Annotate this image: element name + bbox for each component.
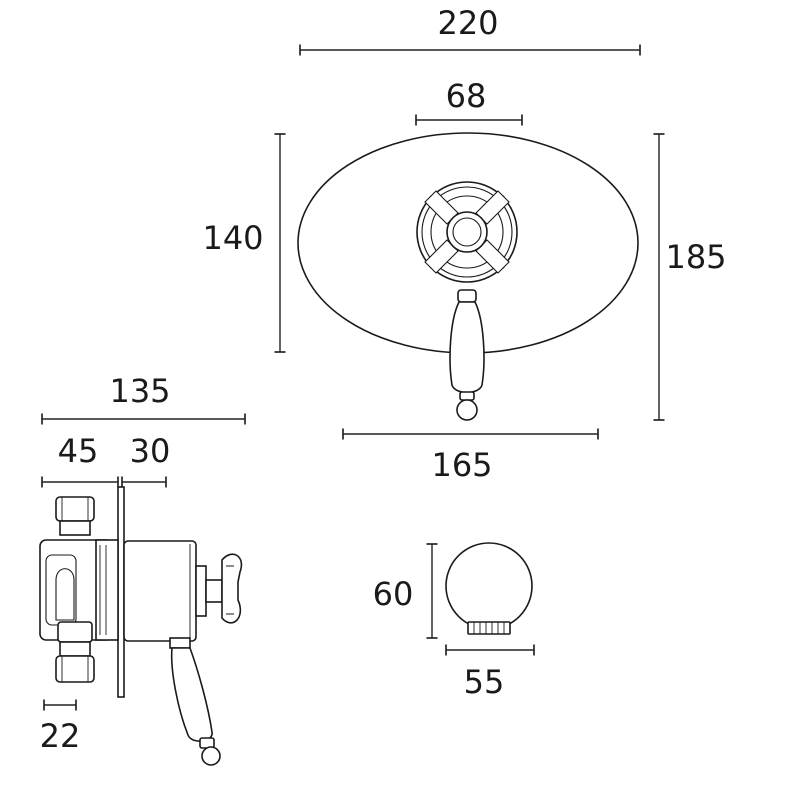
side-cross-handle bbox=[195, 553, 243, 624]
dim-220-label: 220 bbox=[437, 4, 498, 42]
dim-55-label: 55 bbox=[464, 663, 505, 701]
front-view bbox=[297, 132, 639, 421]
cross-handle bbox=[424, 190, 510, 274]
valve-body bbox=[39, 539, 119, 641]
dim-30-label: 30 bbox=[130, 432, 171, 470]
side-wall-plate bbox=[117, 486, 125, 698]
side-shroud bbox=[123, 540, 197, 642]
dim-45-label: 45 bbox=[58, 432, 99, 470]
side-view bbox=[39, 486, 243, 766]
side-lever-handle bbox=[169, 637, 221, 766]
dim-165-label: 165 bbox=[431, 446, 492, 484]
dim-135-label: 135 bbox=[109, 372, 170, 410]
dim-140-label: 140 bbox=[202, 219, 263, 257]
dim-68-label: 68 bbox=[446, 77, 487, 115]
dim-60-label: 60 bbox=[373, 575, 414, 613]
lever-handle bbox=[449, 289, 485, 421]
wall-outlet-elbow bbox=[445, 542, 533, 635]
bottom-inlet-fitting bbox=[55, 621, 95, 683]
top-inlet-fitting bbox=[55, 496, 95, 536]
dim-185-label: 185 bbox=[665, 238, 726, 276]
dim-22-label: 22 bbox=[40, 717, 81, 755]
